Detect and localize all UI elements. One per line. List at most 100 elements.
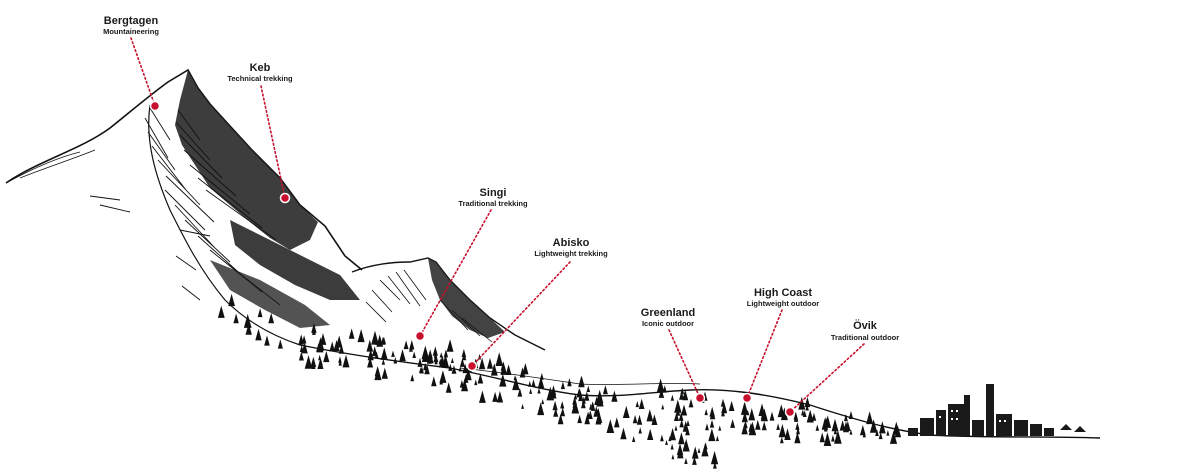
main-peak-hatching — [89, 107, 281, 306]
second-peak-hatching — [365, 269, 493, 343]
locations-layer: Bergtagen Mountaineering Keb Technical t… — [103, 15, 900, 418]
location-subtitle: Technical trekking — [227, 74, 293, 83]
tree-icon — [886, 430, 890, 436]
tree-icon — [676, 408, 681, 416]
tree-icon — [537, 387, 541, 394]
tree-icon — [522, 363, 529, 375]
tree-icon — [474, 379, 478, 386]
location-marker[interactable] — [741, 392, 753, 404]
tree-icon — [463, 374, 469, 383]
tree-icon — [581, 399, 586, 409]
tree-icon — [668, 435, 672, 442]
tree-icon — [311, 323, 317, 333]
tree-icon — [741, 411, 748, 423]
tree-icon — [806, 409, 814, 423]
tree-icon — [682, 420, 689, 432]
tree-icon — [367, 356, 374, 368]
location-subtitle: Lightweight trekking — [534, 249, 608, 258]
tree-icon — [366, 339, 374, 352]
location-high-coast[interactable]: High Coast Lightweight outdoor — [741, 287, 820, 404]
location-bergtagen[interactable]: Bergtagen Mountaineering — [103, 15, 161, 112]
tree-icon — [823, 432, 832, 446]
tree-icon — [423, 362, 428, 371]
tree-icon — [560, 381, 565, 390]
tree-icon — [323, 350, 330, 363]
tree-icon — [537, 402, 545, 416]
tree-icon — [434, 358, 438, 365]
tree-icon — [794, 432, 801, 444]
tree-icon — [848, 410, 854, 419]
location-name: Singi — [480, 187, 507, 199]
tree-icon — [606, 419, 615, 433]
tree-icon — [338, 359, 342, 366]
tree-icon — [831, 434, 835, 442]
location-name: Greenland — [641, 307, 695, 319]
tree-icon — [670, 394, 674, 401]
location-ovik[interactable]: Övik Traditional outdoor — [784, 319, 900, 418]
leader-line — [419, 209, 492, 337]
tree-icon — [677, 446, 684, 459]
tree-icon — [443, 349, 449, 358]
tree-icon — [477, 373, 484, 384]
tree-icon — [777, 404, 785, 418]
tree-icon — [674, 399, 682, 413]
tree-icon — [849, 429, 853, 435]
tree-icon — [776, 423, 780, 430]
tree-icon — [380, 336, 386, 345]
tree-icon — [319, 333, 327, 345]
tree-icon — [495, 352, 503, 366]
tree-icon — [769, 411, 775, 421]
tree-icon — [798, 396, 806, 410]
tree-icon — [374, 367, 382, 381]
location-keb[interactable]: Keb Technical trekking — [227, 62, 293, 204]
tree-icon — [622, 405, 630, 418]
tree-icon — [708, 428, 716, 442]
tree-icon — [499, 373, 507, 387]
tree-icon — [701, 443, 709, 457]
tree-icon — [638, 427, 642, 434]
tree-icon — [651, 414, 658, 425]
tree-icon — [521, 403, 524, 409]
tree-icon — [243, 313, 252, 328]
location-name: Abisko — [553, 237, 590, 249]
location-marker[interactable] — [414, 330, 426, 342]
tree-icon — [658, 388, 665, 398]
tree-icon — [268, 312, 275, 324]
tree-icon — [450, 357, 454, 363]
tree-icon — [357, 329, 365, 343]
tree-icon — [233, 313, 239, 324]
tree-icon — [381, 358, 385, 365]
location-marker[interactable] — [694, 392, 706, 404]
second-peak-shadow-face — [428, 258, 505, 338]
tree-icon — [421, 348, 430, 362]
location-abisko[interactable]: Abisko Lightweight trekking — [466, 237, 609, 372]
tree-icon — [611, 390, 618, 402]
tree-icon — [815, 424, 820, 431]
tree-icon — [372, 346, 378, 357]
tree-icon — [709, 406, 715, 417]
location-marker[interactable] — [279, 192, 291, 204]
tree-icon — [410, 374, 415, 382]
tree-icon — [393, 356, 398, 364]
tree-icon — [620, 427, 627, 440]
location-marker[interactable] — [149, 100, 161, 112]
tree-icon — [804, 396, 811, 408]
location-singi[interactable]: Singi Traditional trekking — [414, 187, 529, 342]
tree-icon — [697, 447, 701, 453]
tree-icon — [674, 425, 678, 431]
location-marker[interactable] — [784, 406, 796, 418]
tree-icon — [681, 404, 688, 416]
tree-icon — [519, 367, 526, 378]
tree-icon — [492, 391, 498, 402]
tree-icon — [597, 393, 601, 400]
location-marker[interactable] — [466, 360, 478, 372]
leader-line — [668, 329, 701, 399]
tree-icon — [445, 382, 452, 393]
tree-icon — [670, 443, 674, 450]
tree-icon — [720, 398, 726, 407]
tree-icon — [348, 328, 355, 339]
location-greenland[interactable]: Greenland Iconic outdoor — [641, 307, 706, 404]
tree-icon — [784, 428, 791, 440]
tree-icon — [446, 339, 454, 352]
tree-icon — [741, 422, 748, 435]
